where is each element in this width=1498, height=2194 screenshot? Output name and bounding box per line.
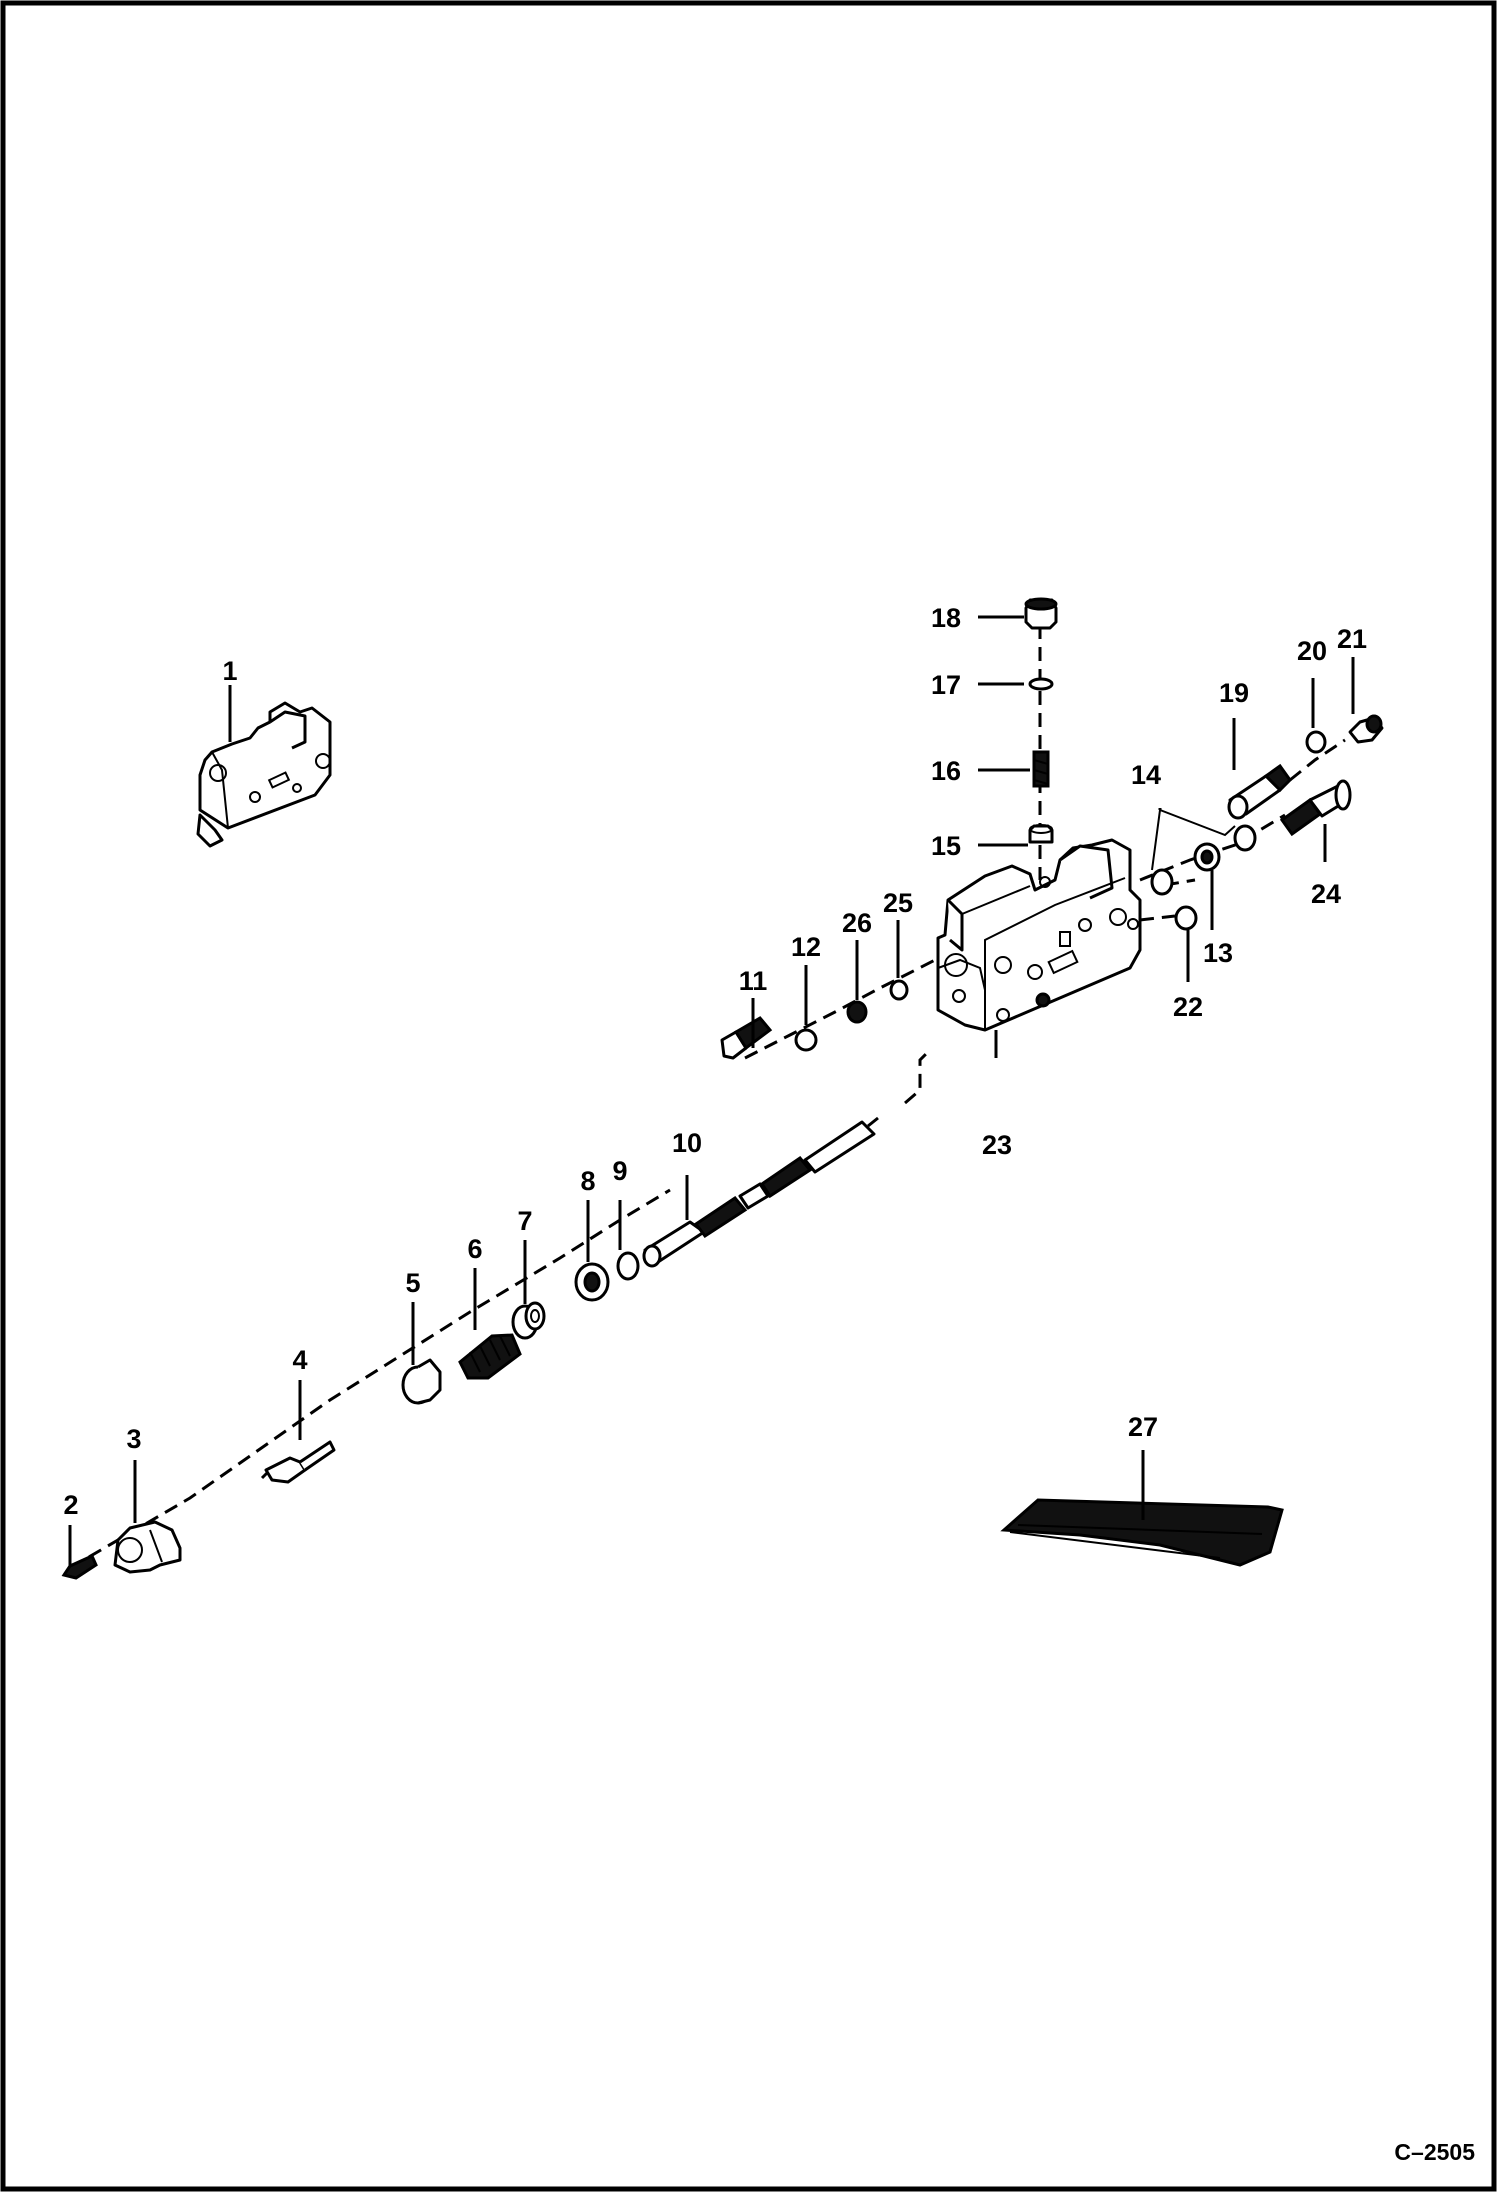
callout-25: 25	[883, 888, 913, 918]
callout-12: 12	[791, 932, 821, 962]
part-25-o-ring	[889, 979, 909, 1001]
part-24-fitting	[1279, 779, 1352, 837]
part-1-valve-section-overview	[196, 701, 332, 848]
callout-15: 15	[931, 831, 961, 861]
callout-18: 18	[931, 603, 961, 633]
callout-labels: 1 2 3 4 5 6 7 8 9 10 11 12 26 25 23 18 1…	[63, 603, 1475, 2165]
callout-7: 7	[517, 1206, 532, 1236]
part-4-stem	[260, 1440, 336, 1484]
part-5-plug	[401, 1358, 442, 1405]
callout-1: 1	[222, 656, 237, 686]
callout-13: 13	[1203, 938, 1233, 968]
callout-8: 8	[580, 1166, 595, 1196]
callout-14: 14	[1131, 760, 1161, 790]
figure-code: C–2505	[1394, 2139, 1475, 2165]
callout-21: 21	[1337, 624, 1367, 654]
part-17-o-ring	[1028, 677, 1054, 691]
part-3-lever	[113, 1520, 182, 1574]
part-18-cap	[1024, 597, 1058, 630]
part-12-o-ring	[794, 1028, 818, 1052]
part-7-seat	[511, 1301, 546, 1340]
part-26-washer	[846, 1000, 868, 1024]
part-23-valve-body	[936, 838, 1142, 1032]
callout-5: 5	[405, 1268, 420, 1298]
part-22-o-ring	[1174, 905, 1198, 931]
part-14-o-rings	[1150, 808, 1257, 896]
callout-3: 3	[126, 1424, 141, 1454]
part-19-relief-cartridge	[1227, 763, 1292, 820]
callout-17: 17	[931, 670, 961, 700]
callout-4: 4	[292, 1345, 307, 1375]
callout-24: 24	[1311, 879, 1341, 909]
part-20-o-ring	[1305, 730, 1327, 754]
callout-16: 16	[931, 756, 961, 786]
callout-2: 2	[63, 1490, 78, 1520]
part-13-washer	[1193, 842, 1221, 872]
part-16-spring	[1032, 750, 1050, 788]
part-6-spring	[458, 1333, 522, 1380]
callout-6: 6	[467, 1234, 482, 1264]
callout-23: 23	[982, 1130, 1012, 1160]
callout-11: 11	[739, 966, 768, 996]
callout-26: 26	[842, 908, 872, 938]
callout-20: 20	[1297, 636, 1327, 666]
callout-27: 27	[1128, 1412, 1158, 1442]
callout-9: 9	[612, 1156, 627, 1186]
part-15-poppet	[1028, 824, 1054, 844]
part-9-o-ring	[616, 1251, 640, 1281]
callout-19: 19	[1219, 678, 1249, 708]
part-8-washer	[574, 1262, 610, 1302]
part-2-screw	[61, 1554, 98, 1580]
callout-22: 22	[1173, 992, 1203, 1022]
part-10-spool	[642, 1116, 879, 1268]
callout-10: 10	[672, 1128, 702, 1158]
part-21-plug	[1348, 714, 1384, 744]
part-27-decal	[1000, 1498, 1284, 1567]
callout-leaders	[68, 615, 1355, 1566]
part-11-bolt	[720, 1016, 773, 1060]
